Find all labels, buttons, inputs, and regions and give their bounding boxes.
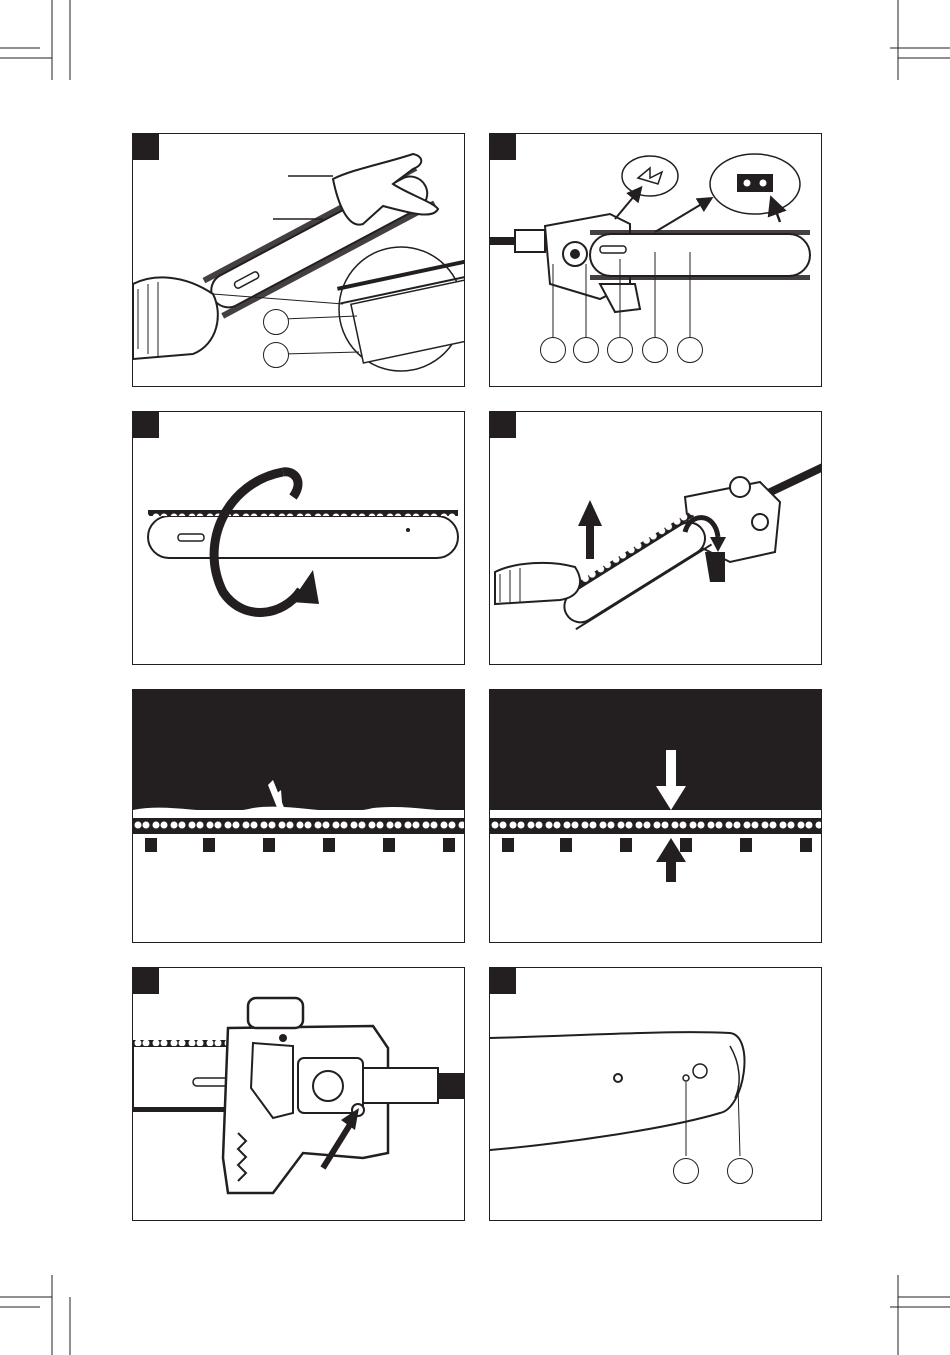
figure-panel-2 [489,133,822,387]
chain-link-icon [133,818,465,840]
bar-installation-illustration [490,412,822,665]
callout-b [727,1158,753,1184]
callout-a [263,309,289,335]
arrow-icon [578,500,602,526]
callout-5 [677,337,703,363]
bar-and-chain-illustration [133,134,465,387]
loose-chain-illustration [133,690,465,943]
callout-1 [540,337,566,363]
chain-rotation-illustration [133,412,465,665]
callout-b [263,342,289,368]
figure-panel-8 [489,967,822,1221]
chain-tension-screw-illustration [133,968,465,1221]
figure-panel-4 [489,411,822,665]
correct-tension-illustration [490,690,822,943]
figure-panel-1 [132,133,465,387]
crop-mark-top-right [870,0,950,80]
crop-mark-bottom-right [870,1275,950,1355]
figure-panel-6 [489,689,822,943]
figure-panel-5 [132,689,465,943]
figure-panel-7 [132,967,465,1221]
glove-icon [133,277,218,359]
callout-2 [573,337,599,363]
crop-mark-bottom-left [0,1275,80,1355]
figure-panel-3 [132,411,465,665]
crop-mark-top-left [0,0,80,80]
callout-4 [642,337,668,363]
callout-3 [607,337,633,363]
callout-a [673,1158,699,1184]
chain-link-icon [490,818,822,840]
bar-nose-lubrication-illustration [490,968,822,1221]
glove-icon [495,563,580,604]
